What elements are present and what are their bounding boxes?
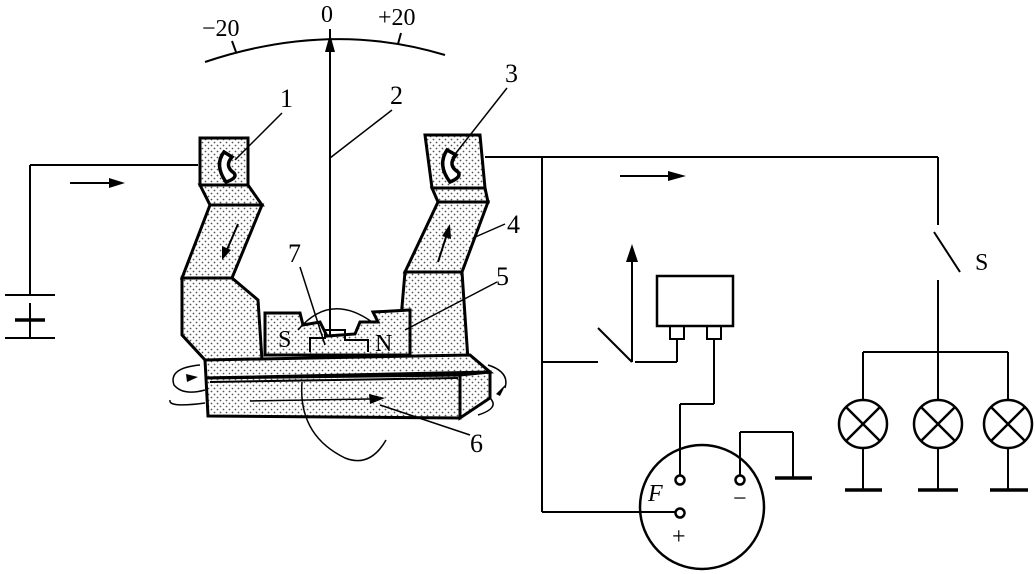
callout-5: 5 bbox=[404, 262, 509, 331]
svg-text:2: 2 bbox=[390, 81, 403, 110]
svg-text:4: 4 bbox=[507, 210, 520, 239]
callout-4: 4 bbox=[472, 210, 520, 239]
magnet-base bbox=[203, 353, 494, 421]
field-terminal-label: F bbox=[647, 481, 663, 507]
magnetic-field-lines bbox=[169, 308, 507, 462]
north-pole-label: N bbox=[375, 331, 392, 357]
callout-6: 6 bbox=[379, 404, 483, 458]
lamp-2 bbox=[912, 352, 964, 492]
callout-2: 2 bbox=[329, 81, 403, 159]
negative-terminal-label: − bbox=[733, 486, 747, 512]
main-output-wire bbox=[485, 156, 939, 513]
generator: F + − bbox=[638, 431, 812, 571]
dial-scale: −20 0 +20 bbox=[202, 2, 446, 63]
callout-1: 1 bbox=[234, 84, 293, 161]
voltage-regulator bbox=[597, 244, 735, 478]
lamp-bank bbox=[837, 351, 1034, 492]
scale-label-minus20: −20 bbox=[202, 16, 240, 42]
svg-text:1: 1 bbox=[280, 84, 293, 113]
lamp-1 bbox=[837, 352, 889, 492]
south-pole-label: S bbox=[278, 327, 291, 353]
pointer-needle bbox=[325, 34, 335, 345]
svg-text:6: 6 bbox=[470, 429, 483, 458]
svg-text:5: 5 bbox=[496, 262, 509, 291]
load-switch: S bbox=[933, 231, 988, 352]
armature-rotor: S N bbox=[263, 308, 412, 357]
scale-label-plus20: +20 bbox=[378, 5, 416, 31]
battery bbox=[5, 164, 198, 339]
positive-terminal bbox=[674, 507, 686, 519]
svg-text:7: 7 bbox=[288, 239, 301, 268]
positive-terminal-label: + bbox=[672, 524, 686, 550]
negative-terminal bbox=[734, 474, 746, 486]
scale-label-zero: 0 bbox=[321, 2, 333, 28]
field-terminal bbox=[674, 474, 686, 486]
lamp-3 bbox=[982, 352, 1034, 492]
svg-text:3: 3 bbox=[505, 59, 518, 88]
switch-label: S bbox=[975, 250, 988, 276]
right-conductor bbox=[398, 133, 491, 362]
left-conductor bbox=[179, 136, 265, 362]
callout-7: 7 bbox=[288, 239, 326, 346]
callout-3: 3 bbox=[451, 59, 518, 159]
